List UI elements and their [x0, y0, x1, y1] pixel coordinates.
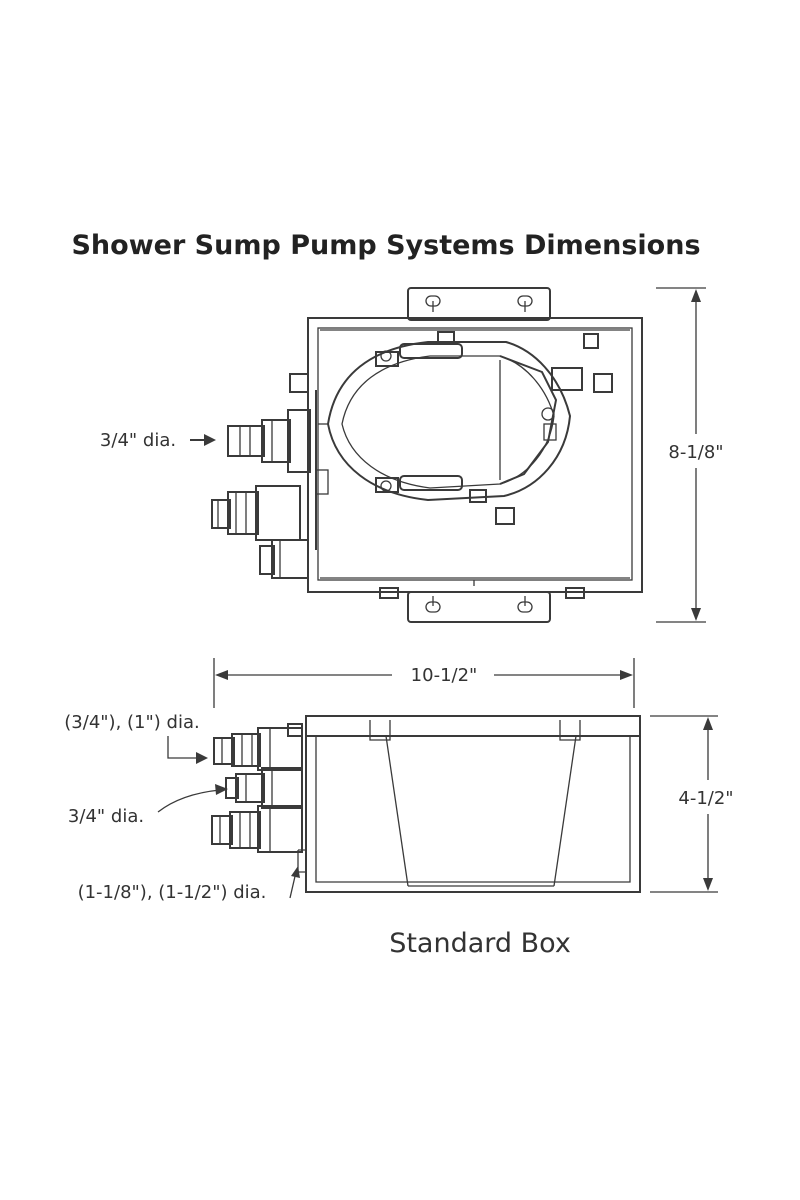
inlet-fitting-side — [225, 767, 303, 809]
side-view-drawing — [211, 715, 641, 893]
outlet-fitting-side — [213, 723, 303, 771]
side-box-lid — [305, 715, 641, 737]
top-box-outer — [307, 317, 643, 593]
caption: Standard Box — [389, 928, 571, 959]
inlet-fitting-top — [227, 409, 311, 473]
drain-diameter-label: (1-1/8"), (1-1/2") dia. — [78, 882, 267, 903]
drain-callout-arrow — [289, 866, 300, 899]
inlet-diameter-label: 3/4" dia. — [68, 806, 144, 827]
height-label: 4-1/2" — [678, 788, 733, 809]
mounting-tab-bottom — [407, 591, 551, 623]
top-inlet-arrow — [190, 434, 216, 446]
top-inlet-label: 3/4" dia. — [100, 430, 176, 451]
outlet-callout-arrow — [167, 736, 208, 764]
top-view-drawing — [211, 287, 643, 623]
top-box-inner — [317, 327, 633, 581]
drain-fitting-top — [259, 539, 309, 579]
width-dimension-line — [213, 658, 635, 708]
pump-housing — [318, 331, 613, 525]
inlet-callout-arrow — [157, 784, 228, 813]
side-box-body — [305, 736, 641, 893]
depth-label: 8-1/8" — [668, 442, 723, 463]
width-label: 10-1/2" — [411, 665, 478, 686]
drain-fitting-side — [211, 805, 303, 853]
depth-dimension-line — [656, 287, 706, 623]
diagram-title: Shower Sump Pump Systems Dimensions — [71, 230, 700, 261]
mounting-tab-top — [407, 287, 551, 321]
height-dimension-line — [650, 715, 718, 893]
outlet-diameter-label: (3/4"), (1") dia. — [64, 712, 199, 733]
outlet-fitting-top — [211, 485, 301, 541]
